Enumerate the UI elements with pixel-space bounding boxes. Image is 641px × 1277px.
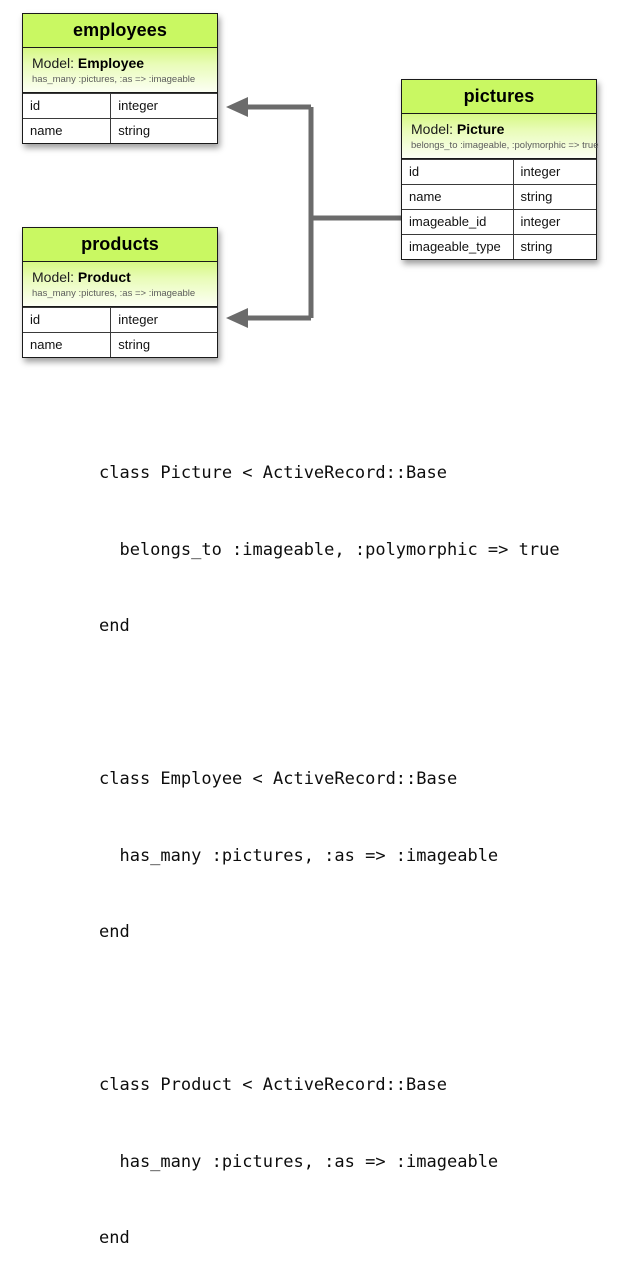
field-type: integer <box>118 98 159 114</box>
table-row: name string <box>23 332 217 358</box>
code-line-blank <box>99 997 560 1023</box>
association-text-pictures: belongs_to :imageable, :polymorphic => t… <box>411 140 599 152</box>
entity-title-products: products <box>23 228 217 262</box>
model-label-products: Model: Product <box>32 269 208 285</box>
code-line: class Picture < ActiveRecord::Base <box>99 463 447 483</box>
field-type: string <box>118 337 151 353</box>
model-label-text: Model: <box>411 121 454 137</box>
table-row: id integer <box>402 159 596 185</box>
field-name: imageable_id <box>402 210 514 235</box>
entity-title-employees: employees <box>23 14 217 48</box>
entity-box-employees[interactable]: employees Model: Employee has_many :pict… <box>22 13 218 145</box>
field-name: id <box>402 160 514 185</box>
field-type: integer <box>118 312 159 328</box>
arrowhead-products-icon <box>226 308 248 328</box>
table-row: id integer <box>23 307 217 333</box>
table-row: imageable_type string <box>402 234 596 260</box>
field-name: id <box>23 308 112 333</box>
association-text-employees: has_many :pictures, :as => :imageable <box>32 74 196 86</box>
table-row: name string <box>402 184 596 210</box>
model-label-text: Model: <box>32 55 75 71</box>
field-type: string <box>520 239 553 255</box>
entity-box-products[interactable]: products Model: Product has_many :pictur… <box>22 227 218 359</box>
table-row: imageable_id integer <box>402 209 596 235</box>
field-name: id <box>23 94 112 119</box>
field-type: string <box>118 123 151 139</box>
model-label-pictures: Model: Picture <box>411 121 587 137</box>
table-row: id integer <box>23 93 217 119</box>
entity-title-pictures: pictures <box>402 80 596 114</box>
model-label-text: Model: <box>32 269 75 285</box>
entity-model-products: Model: Product has_many :pictures, :as =… <box>23 262 217 308</box>
model-name-text: Product <box>77 269 131 285</box>
code-line: end <box>99 1228 130 1248</box>
model-name-text: Employee <box>77 55 145 71</box>
field-name: name <box>23 119 112 144</box>
arrowhead-employees-icon <box>226 97 248 117</box>
field-type: integer <box>520 164 561 180</box>
table-row: name string <box>23 118 217 144</box>
ruby-code-listing: class Picture < ActiveRecord::Base belon… <box>99 410 560 1277</box>
code-line: end <box>99 616 130 636</box>
entity-model-employees: Model: Employee has_many :pictures, :as … <box>23 48 217 94</box>
code-line-blank <box>99 691 560 717</box>
field-name: imageable_type <box>402 235 514 260</box>
field-type: integer <box>520 214 561 230</box>
model-label-employees: Model: Employee <box>32 55 208 71</box>
code-line: class Employee < ActiveRecord::Base <box>99 769 458 789</box>
code-line: belongs_to :imageable, :polymorphic => t… <box>99 539 560 560</box>
field-type: string <box>520 189 553 205</box>
model-name-text: Picture <box>456 121 505 137</box>
code-line: end <box>99 922 130 942</box>
code-line: class Product < ActiveRecord::Base <box>99 1075 447 1095</box>
association-text-products: has_many :pictures, :as => :imageable <box>32 288 196 300</box>
code-line: has_many :pictures, :as => :imageable <box>99 845 499 866</box>
field-name: name <box>23 333 112 358</box>
code-line: has_many :pictures, :as => :imageable <box>99 1151 499 1172</box>
field-name: name <box>402 185 514 210</box>
entity-model-pictures: Model: Picture belongs_to :imageable, :p… <box>402 114 599 160</box>
entity-box-pictures[interactable]: pictures Model: Picture belongs_to :imag… <box>401 79 599 261</box>
